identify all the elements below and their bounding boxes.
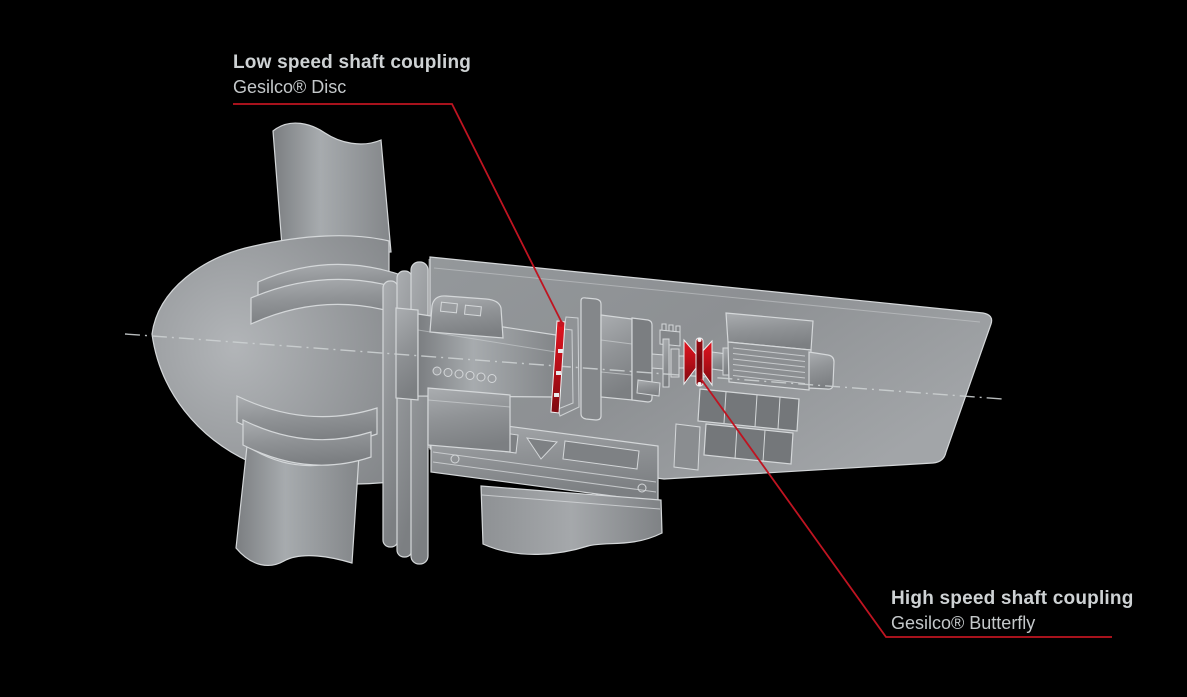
gearbox <box>580 297 661 421</box>
shaft-bolt-row <box>432 366 497 383</box>
label-high-speed-subtitle: Gesilco® Butterfly <box>891 612 1036 633</box>
callout-line-low-speed <box>233 103 563 324</box>
high-speed-butterfly-coupling-highlight <box>683 337 713 387</box>
label-high-speed-coupling: High speed shaft coupling Gesilco® Butte… <box>891 588 1134 634</box>
rotor-centerline <box>124 333 1004 400</box>
main-shaft <box>395 307 557 401</box>
rear-frame-bracket <box>673 423 701 471</box>
rotor-blade-upper <box>272 122 392 260</box>
blade-root-collar-lower <box>236 395 378 466</box>
label-low-speed-coupling: Low speed shaft coupling Gesilco® Disc <box>233 52 471 98</box>
hub-flange-rings <box>382 261 429 565</box>
generator-mount <box>697 388 800 465</box>
brake-assembly <box>651 323 686 388</box>
yaw-tower <box>480 485 663 555</box>
main-bearing <box>429 295 504 339</box>
label-low-speed-subtitle: Gesilco® Disc <box>233 76 347 97</box>
label-low-speed-title: Low speed shaft coupling <box>233 52 472 73</box>
callout-line-high-speed <box>700 378 1112 638</box>
generator <box>725 312 835 391</box>
label-high-speed-title: High speed shaft coupling <box>891 588 1134 609</box>
rotor-blade-lower <box>235 444 360 567</box>
bearing-pedestal <box>427 387 511 453</box>
